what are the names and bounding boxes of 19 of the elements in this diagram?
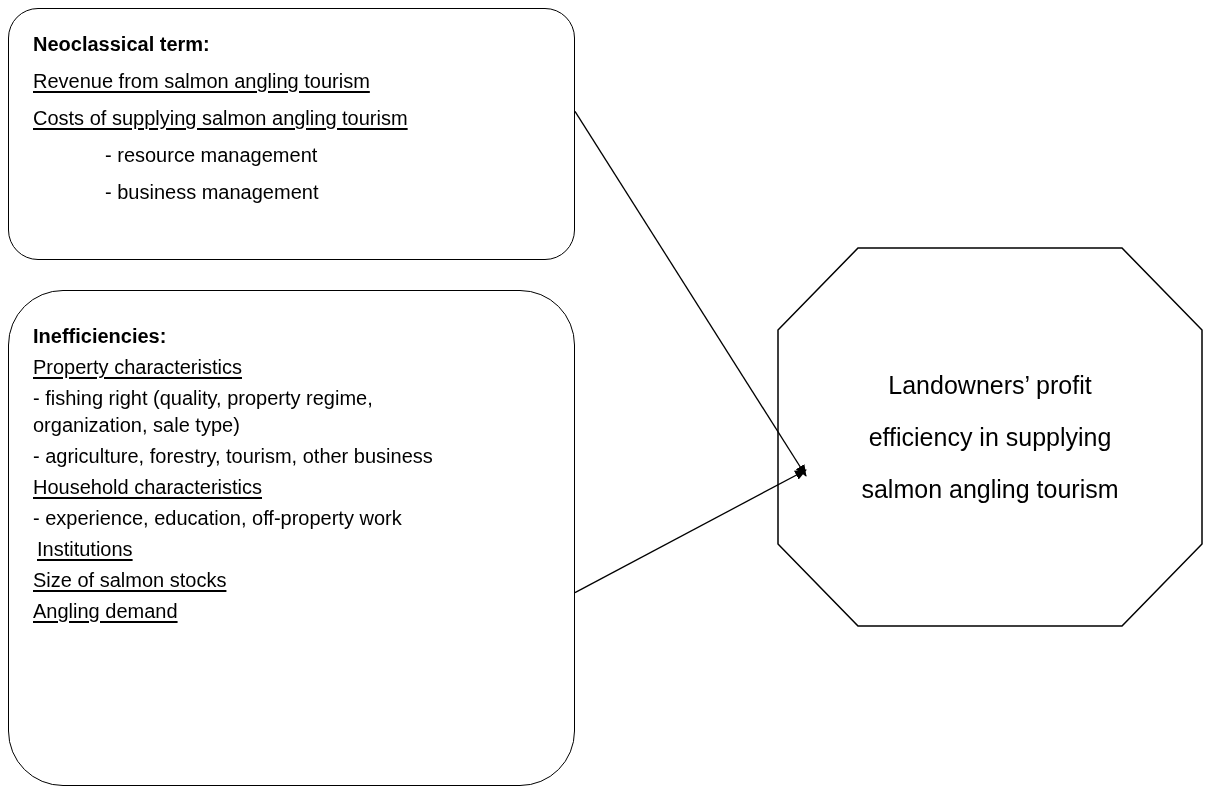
rounded-box [8, 8, 575, 260]
underlined-item: Institutions [36, 537, 134, 562]
underlined-item: Angling demand [33, 599, 179, 624]
heading-text: Inefficiencies: [33, 324, 168, 349]
list-item: - agriculture, forestry, tourism, other business [33, 444, 434, 469]
arrow [574, 469, 807, 594]
heading-text: Neoclassical term: [33, 32, 211, 57]
underlined-item: Size of salmon stocks [33, 568, 228, 593]
list-item: - fishing right (quality, property regime, organization, sale type) [33, 386, 374, 438]
underlined-item: Household characteristics [33, 475, 263, 500]
list-item: - business management [104, 180, 320, 205]
underlined-item: Property characteristics [33, 355, 243, 380]
list-item: - resource management [104, 143, 319, 168]
arrow [574, 110, 807, 477]
node-text: Landowners’ profit efficiency in supplying salmon angling tourism [860, 370, 1120, 505]
underlined-item: Costs of supplying salmon angling tourism [33, 106, 409, 131]
list-item: - experience, education, off-property work [33, 506, 403, 531]
rounded-box [8, 290, 575, 786]
underlined-item: Revenue from salmon angling tourism [33, 69, 371, 94]
